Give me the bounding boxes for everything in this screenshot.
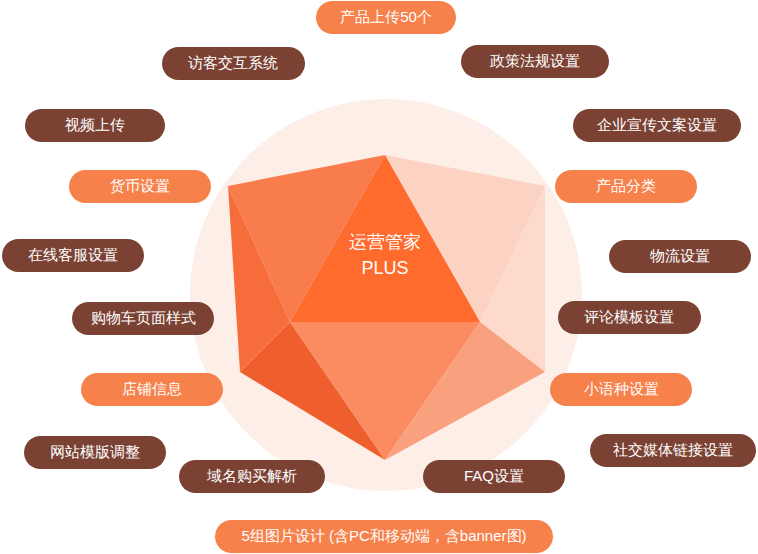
pill-label: 网站模版调整 bbox=[50, 443, 140, 462]
feature-pill: FAQ设置 bbox=[423, 460, 565, 493]
pill-label: 购物车页面样式 bbox=[91, 309, 196, 328]
feature-pill: 在线客服设置 bbox=[2, 239, 144, 272]
pill-label: 评论模板设置 bbox=[584, 308, 674, 327]
feature-pill: 小语种设置 bbox=[550, 373, 692, 406]
pill-label: FAQ设置 bbox=[464, 467, 524, 486]
pill-label: 访客交互系统 bbox=[188, 54, 278, 73]
triangle-fill bbox=[290, 155, 480, 322]
pill-label: 5组图片设计 (含PC和移动端，含banner图) bbox=[241, 527, 526, 546]
feature-pill: 域名购买解析 bbox=[179, 460, 325, 493]
feature-pill: 访客交互系统 bbox=[162, 47, 305, 80]
pill-label: 视频上传 bbox=[65, 116, 125, 135]
feature-pill: 产品上传50个 bbox=[316, 1, 456, 34]
pill-label: 货币设置 bbox=[110, 177, 170, 196]
pill-label: 产品分类 bbox=[596, 177, 656, 196]
core-triangle: 运营管家 PLUS bbox=[290, 155, 480, 322]
feature-pill: 物流设置 bbox=[609, 240, 751, 273]
feature-pill: 5组图片设计 (含PC和移动端，含banner图) bbox=[215, 520, 553, 553]
pill-label: 小语种设置 bbox=[584, 380, 659, 399]
pill-label: 企业宣传文案设置 bbox=[597, 116, 717, 135]
pill-label: 产品上传50个 bbox=[340, 8, 432, 27]
feature-pill: 店铺信息 bbox=[81, 373, 223, 406]
feature-pill: 企业宣传文案设置 bbox=[573, 109, 741, 142]
feature-pill: 网站模版调整 bbox=[24, 436, 166, 469]
pill-label: 社交媒体链接设置 bbox=[613, 441, 733, 460]
pill-label: 店铺信息 bbox=[122, 380, 182, 399]
core-title: 运营管家 PLUS bbox=[343, 229, 427, 281]
feature-pill: 评论模板设置 bbox=[558, 301, 701, 334]
pill-label: 物流设置 bbox=[650, 247, 710, 266]
face bbox=[385, 322, 545, 460]
feature-pill: 政策法规设置 bbox=[461, 45, 609, 78]
feature-pill: 购物车页面样式 bbox=[72, 302, 214, 335]
feature-pill: 社交媒体链接设置 bbox=[590, 434, 756, 467]
feature-pill: 货币设置 bbox=[69, 170, 211, 203]
pill-label: 政策法规设置 bbox=[490, 52, 580, 71]
pill-label: 域名购买解析 bbox=[207, 467, 297, 486]
feature-pill: 产品分类 bbox=[555, 170, 697, 203]
halo-circle bbox=[190, 99, 582, 491]
pill-label: 在线客服设置 bbox=[28, 246, 118, 265]
feature-pill: 视频上传 bbox=[25, 109, 165, 142]
